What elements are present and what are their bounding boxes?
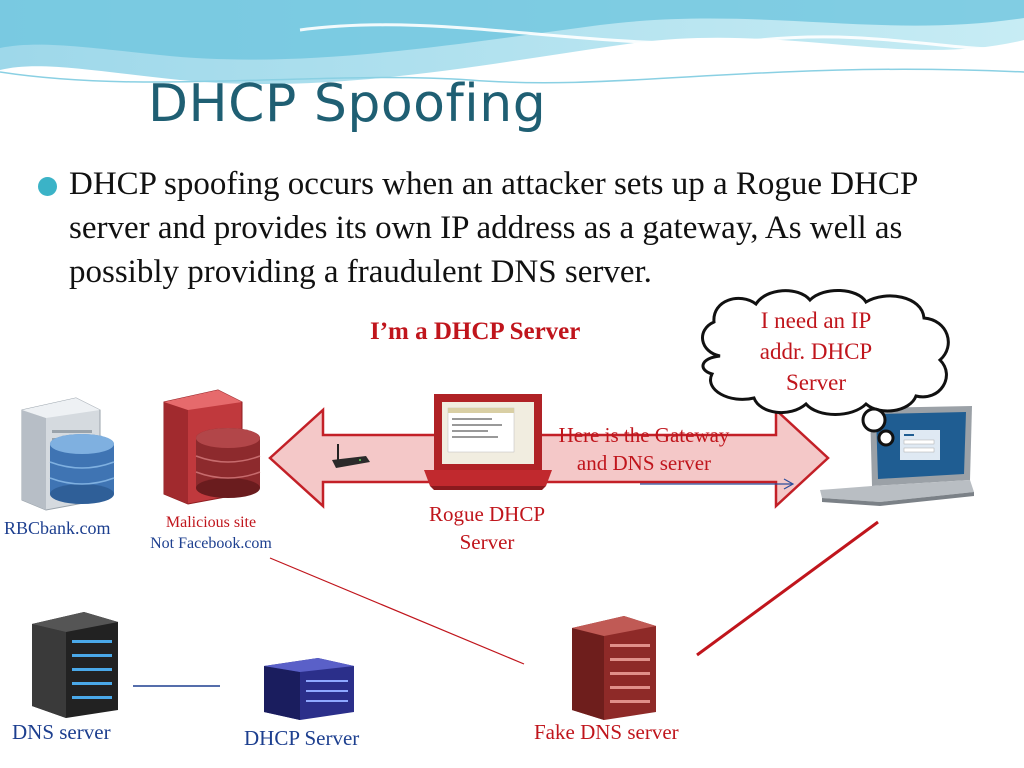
bullet-icon bbox=[38, 177, 57, 196]
rbcbank-label: RBCbank.com bbox=[4, 518, 111, 538]
dns-server-label: DNS server bbox=[12, 720, 111, 744]
gateway-line-1: Here is the Gateway bbox=[558, 423, 730, 447]
malicious-line-2: Not Facebook.com bbox=[150, 535, 272, 552]
thought-cloud bbox=[701, 288, 950, 447]
thought-line-3: Server bbox=[785, 370, 847, 395]
thought-line-1: I need an IP bbox=[760, 308, 872, 333]
malicious-server-icon bbox=[163, 389, 261, 505]
thought-line-2: addr. DHCP bbox=[759, 339, 873, 364]
rogue-line-1: Rogue DHCP bbox=[428, 502, 546, 526]
rogue-laptop-icon bbox=[424, 394, 552, 490]
rogue-line-2: Server bbox=[459, 530, 515, 554]
header-waves bbox=[0, 0, 1024, 85]
malicious-to-fake-dns-line bbox=[269, 557, 525, 665]
malicious-site-label: Malicious site Not Facebook.com bbox=[136, 512, 286, 554]
bullet-text: DHCP spoofing occurs when an attacker se… bbox=[69, 166, 918, 290]
fake-dns-label: Fake DNS server bbox=[534, 720, 679, 744]
rogue-dhcp-label: Rogue DHCP Server bbox=[412, 500, 562, 556]
router-icon bbox=[332, 444, 370, 468]
malicious-line-1: Malicious site bbox=[165, 514, 257, 531]
gateway-callout: Here is the Gateway and DNS server bbox=[540, 421, 748, 477]
fake-dns-server-icon bbox=[572, 616, 656, 720]
gateway-line-2: and DNS server bbox=[576, 451, 712, 475]
dns-server-icon bbox=[32, 612, 118, 718]
dhcp-server-label: DHCP Server bbox=[244, 726, 360, 750]
victim-laptop-icon bbox=[820, 406, 974, 506]
fake-dns-to-laptop-line bbox=[696, 520, 879, 657]
thought-text: I need an IP addr. DHCP Server bbox=[726, 305, 906, 398]
slide-title: DHCP Spoofing bbox=[148, 74, 547, 134]
dhcp-server-icon bbox=[264, 658, 354, 720]
bank-server-icon bbox=[21, 397, 115, 511]
attacker-callout: I’m a DHCP Server bbox=[370, 318, 581, 345]
